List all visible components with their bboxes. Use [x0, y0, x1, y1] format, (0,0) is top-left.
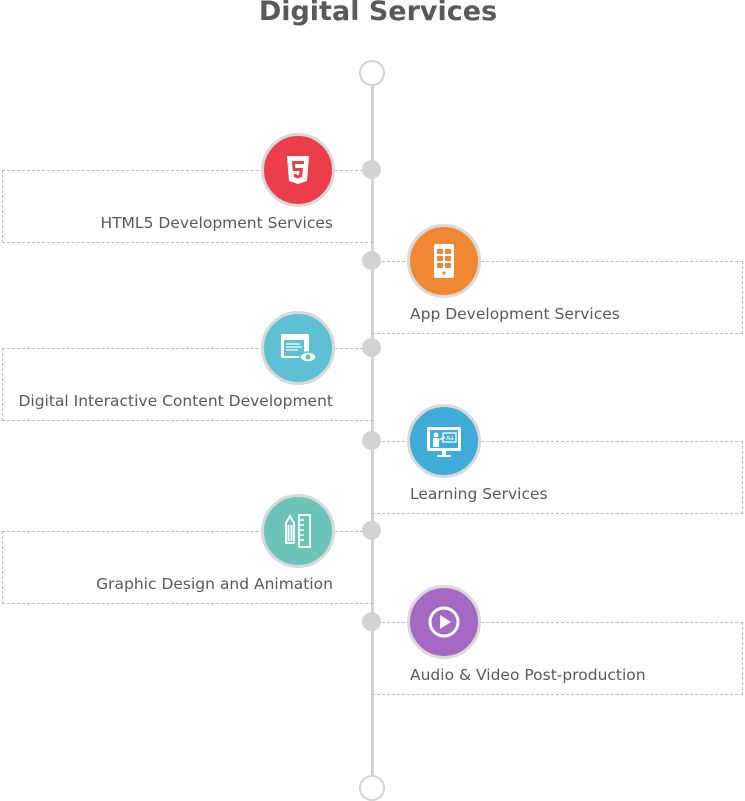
service-label: Audio & Video Post-production	[410, 666, 646, 684]
service-box	[372, 261, 743, 334]
timeline-node	[362, 338, 381, 357]
service-icon-circle	[261, 133, 335, 207]
tablet-icon	[434, 244, 454, 278]
service-box	[2, 531, 373, 604]
svg-text:Aa: Aa	[446, 435, 454, 442]
service-icon-circle	[407, 224, 481, 298]
html5-icon	[287, 156, 309, 184]
timeline-node	[362, 160, 381, 179]
teacher-monitor-icon: Aa	[427, 427, 461, 457]
service-icon-circle	[261, 311, 335, 385]
service-box	[372, 441, 743, 514]
service-label: Learning Services	[410, 485, 548, 503]
service-label: App Development Services	[410, 305, 620, 323]
service-box	[372, 622, 743, 695]
service-box	[2, 170, 373, 243]
service-label: Digital Interactive Content Development	[18, 392, 333, 410]
service-icon-circle	[407, 585, 481, 659]
page-title: Digital Services	[258, 0, 498, 27]
service-box	[2, 348, 373, 421]
pencil-ruler-icon	[285, 514, 311, 548]
service-label: HTML5 Development Services	[100, 214, 333, 232]
service-label: Graphic Design and Animation	[96, 575, 333, 593]
timeline-node	[362, 612, 381, 631]
service-icon-circle	[261, 494, 335, 568]
timeline-end-circle	[359, 775, 385, 801]
play-icon	[428, 606, 460, 638]
timeline-spine	[371, 84, 374, 775]
service-icon-circle: Aa	[407, 404, 481, 478]
timeline-node	[362, 431, 381, 450]
browser-eye-icon	[281, 334, 317, 363]
timeline-start-circle	[359, 60, 385, 86]
timeline-node	[362, 251, 381, 270]
timeline-node	[362, 521, 381, 540]
